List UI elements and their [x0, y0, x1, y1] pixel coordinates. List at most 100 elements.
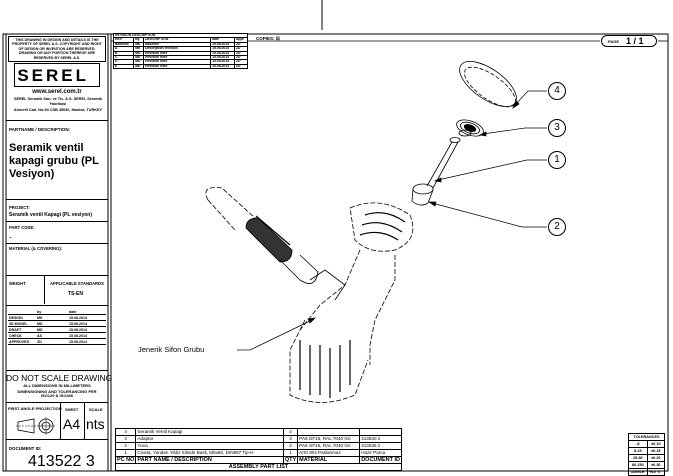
table-cell: 25-80	[628, 454, 648, 462]
weight-label: WEIGHT	[9, 281, 26, 286]
table-cell: 4	[282, 428, 299, 436]
scale-value: nts	[86, 416, 105, 432]
table-cell: PART NAME / DESCRIPTION	[135, 456, 284, 464]
tolerances-title: TOLERANCES	[628, 433, 665, 441]
tolerances-table: TOLERANCES -8±0.10 8-25±0.15 25-80±0.20 …	[628, 433, 666, 476]
document-id-value: 413522 3	[28, 453, 95, 470]
tolerance-row: 8-25±0.15	[628, 447, 666, 455]
sheet-label: SHEET	[65, 407, 79, 412]
material-label: MATERIAL (& COVERING):	[9, 246, 63, 251]
table-cell: 4	[114, 428, 137, 436]
projection-block: FIRST ANGLE PROJECTION SHEET A4 SCALE nt…	[6, 403, 108, 440]
table-cell	[297, 428, 361, 436]
project-value: Seramik ventil Kapagi (PL vesiyon)	[9, 212, 92, 218]
company-address: Ahmetli Cad. No:54 CSB 45030, Manisa, TU…	[13, 108, 103, 112]
standards-label: APPLICABLE STANDARDS	[50, 281, 104, 286]
siphon-annotation: Jenerik Sifon Grubu	[138, 345, 205, 354]
table-cell: MK	[36, 314, 68, 321]
part-code-label: PART CODE:	[9, 225, 35, 230]
page-value: 1 / 1	[626, 36, 644, 46]
table-cell: 15.08.2014	[68, 314, 106, 321]
table-cell: ±0.20	[646, 454, 666, 462]
table-cell: ZD	[36, 338, 68, 345]
leader-lines	[237, 90, 547, 351]
tolerance-row: ANGLE±10' 0"	[628, 468, 666, 476]
table-cell: Adaptor	[135, 435, 284, 443]
sheet-value: A4	[63, 416, 81, 432]
part-2-seat	[411, 183, 434, 206]
do-not-scale-title: DO NOT SCALE DRAWING	[6, 373, 113, 383]
callout-balloon-3: 3	[548, 119, 566, 137]
table-cell: 3	[282, 435, 299, 443]
logo-text: SEREL	[17, 66, 89, 85]
table-cell: ±0.30	[646, 461, 666, 469]
table-cell	[359, 428, 402, 436]
table-cell: DESIGN	[8, 314, 36, 321]
document-id-label: DOCUMENT ID:	[9, 446, 42, 451]
table-cell: date	[68, 309, 106, 315]
tolerancing-standard-note: DIMENSIONING AND TOLERANCING PER ISO129 …	[17, 388, 97, 399]
table-cell: by	[36, 309, 68, 315]
serel-logo: SEREL	[14, 63, 100, 87]
part-code-value: –	[9, 235, 12, 241]
table-cell: 15.08.2014	[68, 320, 106, 327]
website-link[interactable]: www.serel.com.tr	[32, 89, 82, 95]
callout-balloon-2: 2	[548, 218, 566, 236]
table-cell: AS	[36, 332, 68, 339]
knurled-nut	[245, 217, 293, 263]
scale-note-block: DO NOT SCALE DRAWING ALL DIMENSIONS IN M…	[6, 370, 113, 403]
table-cell: 413530 2	[359, 435, 402, 443]
table-cell: 8-25	[628, 447, 648, 455]
table-cell: 15.08.2014	[68, 326, 106, 333]
table-cell: MD	[36, 320, 68, 327]
table-cell: DOCUMENT ID	[359, 456, 402, 464]
standards-value: TS-EN	[68, 291, 83, 297]
table-cell: 1	[114, 449, 137, 457]
part-4-cap	[459, 61, 517, 108]
part-1-screw	[426, 137, 461, 189]
table-cell: MATERIAL	[297, 456, 361, 464]
table-cell: PC NO	[114, 456, 137, 464]
table-cell: ANGLE	[628, 468, 648, 476]
page-indicator: PAGE 1 / 1	[601, 35, 657, 47]
copies-label: COPIES: ☒	[256, 36, 280, 41]
project-label: PROJECT:	[9, 205, 30, 210]
tolerance-row: 25-80±0.20	[628, 454, 666, 462]
table-cell: ±10' 0"	[646, 468, 666, 476]
table-cell: QTY	[282, 456, 299, 464]
part-code-block: PART CODE: –	[6, 222, 108, 244]
table-cell: DRAFT	[8, 326, 36, 333]
table-cell: Seramik Ventil Kapagi	[135, 428, 284, 436]
table-cell: Baseline	[112, 41, 135, 48]
weight-standards-block: WEIGHT APPLICABLE STANDARDS TS-EN	[6, 276, 108, 306]
table-cell: E	[112, 63, 135, 70]
table-cell: ±0.15	[646, 447, 666, 455]
table-row: TOLERANCES	[628, 433, 665, 441]
table-cell: Appr	[233, 37, 249, 43]
callout-balloon-1: 1	[548, 151, 566, 169]
partname-block: PARTNAME / DESCRIPTION: Seramik ventil k…	[6, 120, 108, 200]
project-block: PROJECT: Seramik ventil Kapagi (PL vesiy…	[6, 200, 108, 222]
table-cell: Hazir Parca	[359, 449, 402, 457]
table-row: ASSEMBLY PART LIST	[115, 463, 402, 471]
copyright-notice: THIS DRAWING IN DESIGN AND DETAILS IS TH…	[12, 38, 102, 60]
callout-balloon-4: 4	[548, 82, 566, 100]
material-block: MATERIAL (& COVERING):	[6, 244, 108, 276]
table-cell: 2	[282, 442, 299, 450]
dimension-units-note: ALL DIMENSIONS IN MILLIMETERS	[23, 383, 91, 388]
parts-list-title: ASSEMBLY PART LIST	[115, 463, 402, 471]
projection-label: FIRST ANGLE PROJECTION	[8, 406, 62, 411]
table-cell: Civata, Yandan Yildiz Silindir Basli, M5…	[135, 449, 284, 457]
table-cell: ZD	[233, 63, 249, 70]
